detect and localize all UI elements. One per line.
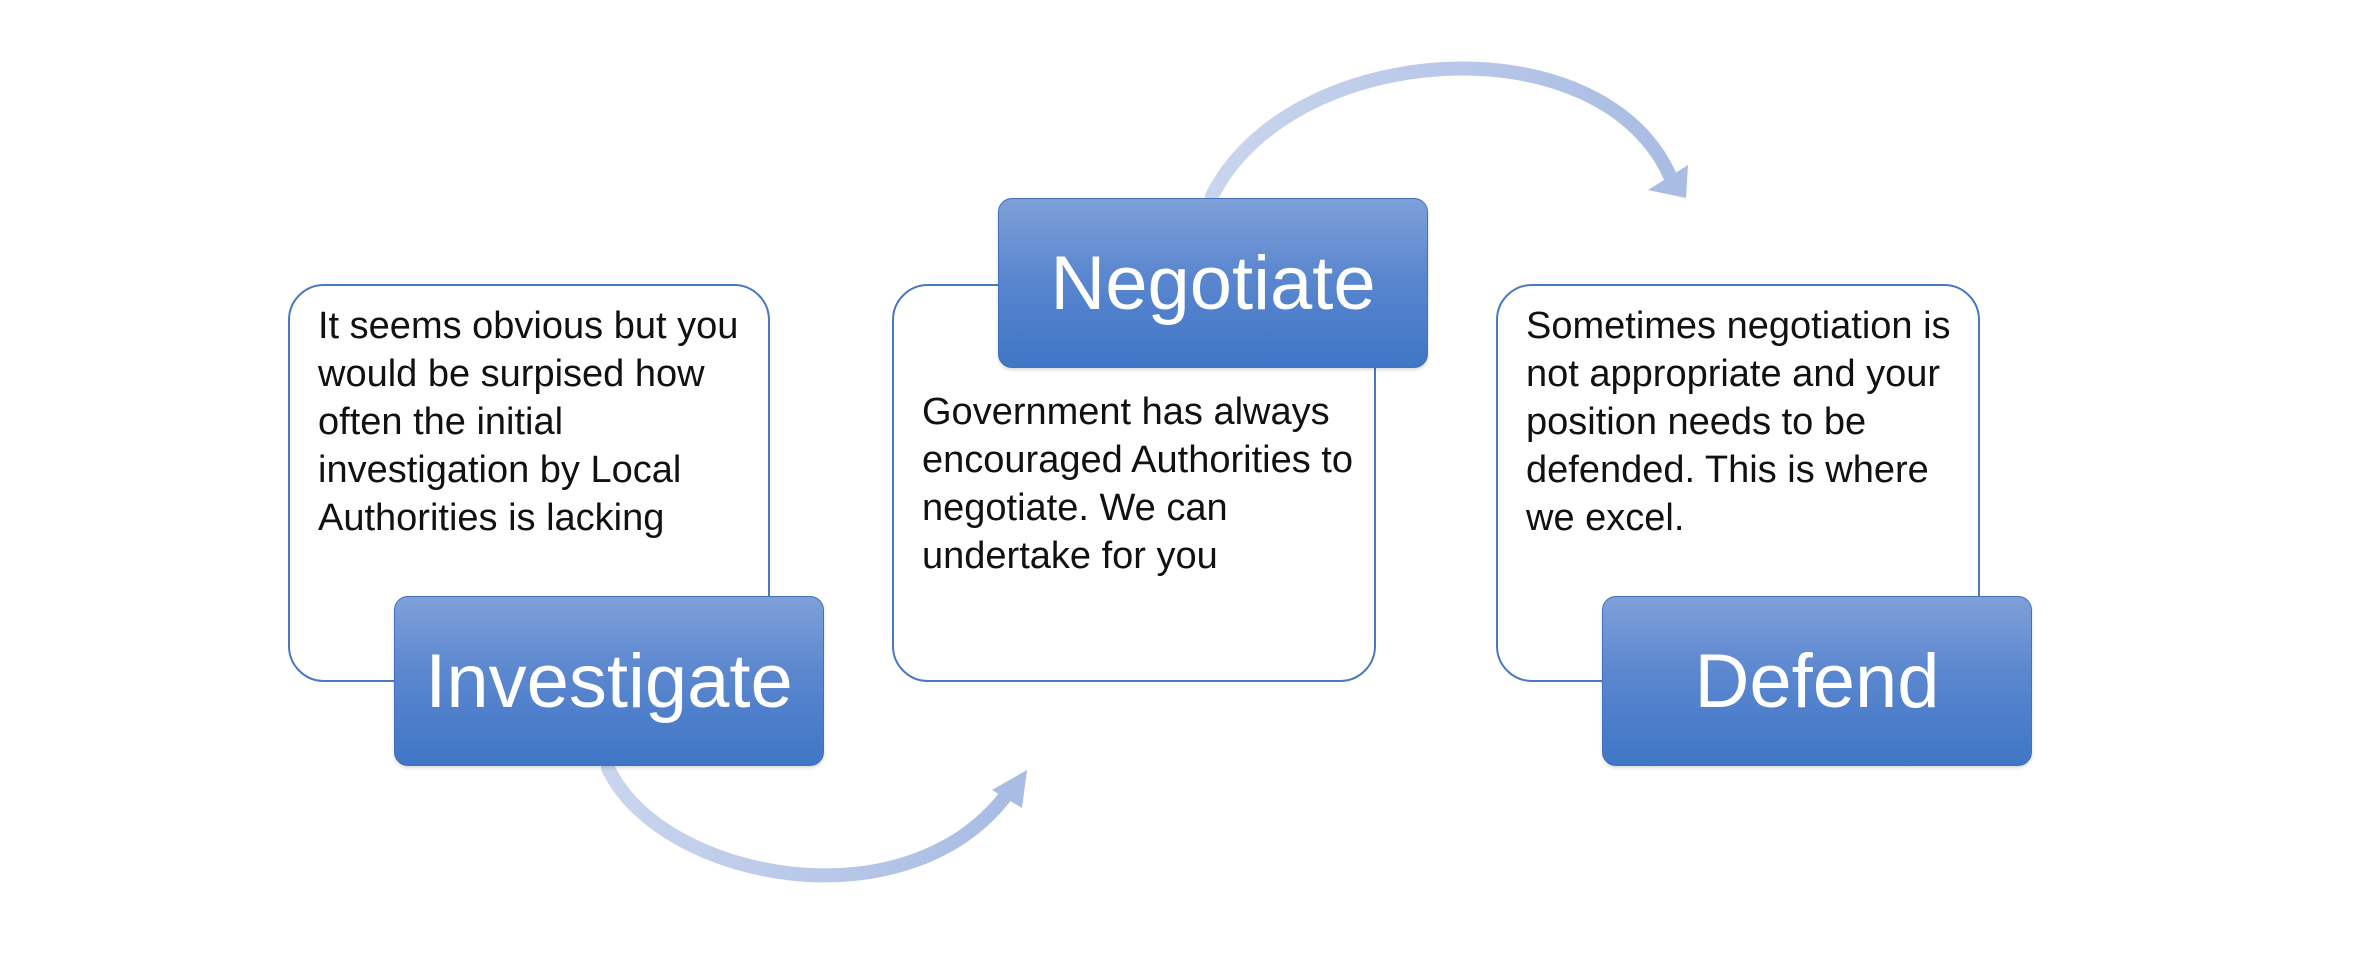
arrowhead-top <box>1648 165 1688 198</box>
arrow-investigate-to-negotiate <box>601 761 1017 883</box>
arrow-negotiate-to-defend <box>1205 61 1677 203</box>
defend-label: Defend <box>1602 596 2032 766</box>
arrowhead-bottom <box>992 770 1027 808</box>
negotiate-label: Negotiate <box>998 198 1428 368</box>
investigate-description: It seems obvious but you would be surpis… <box>318 305 739 539</box>
investigate-label: Investigate <box>394 596 824 766</box>
defend-description: Sometimes negotiation is not appropriate… <box>1526 305 1951 539</box>
negotiate-description: Government has always encouraged Authori… <box>922 391 1353 577</box>
